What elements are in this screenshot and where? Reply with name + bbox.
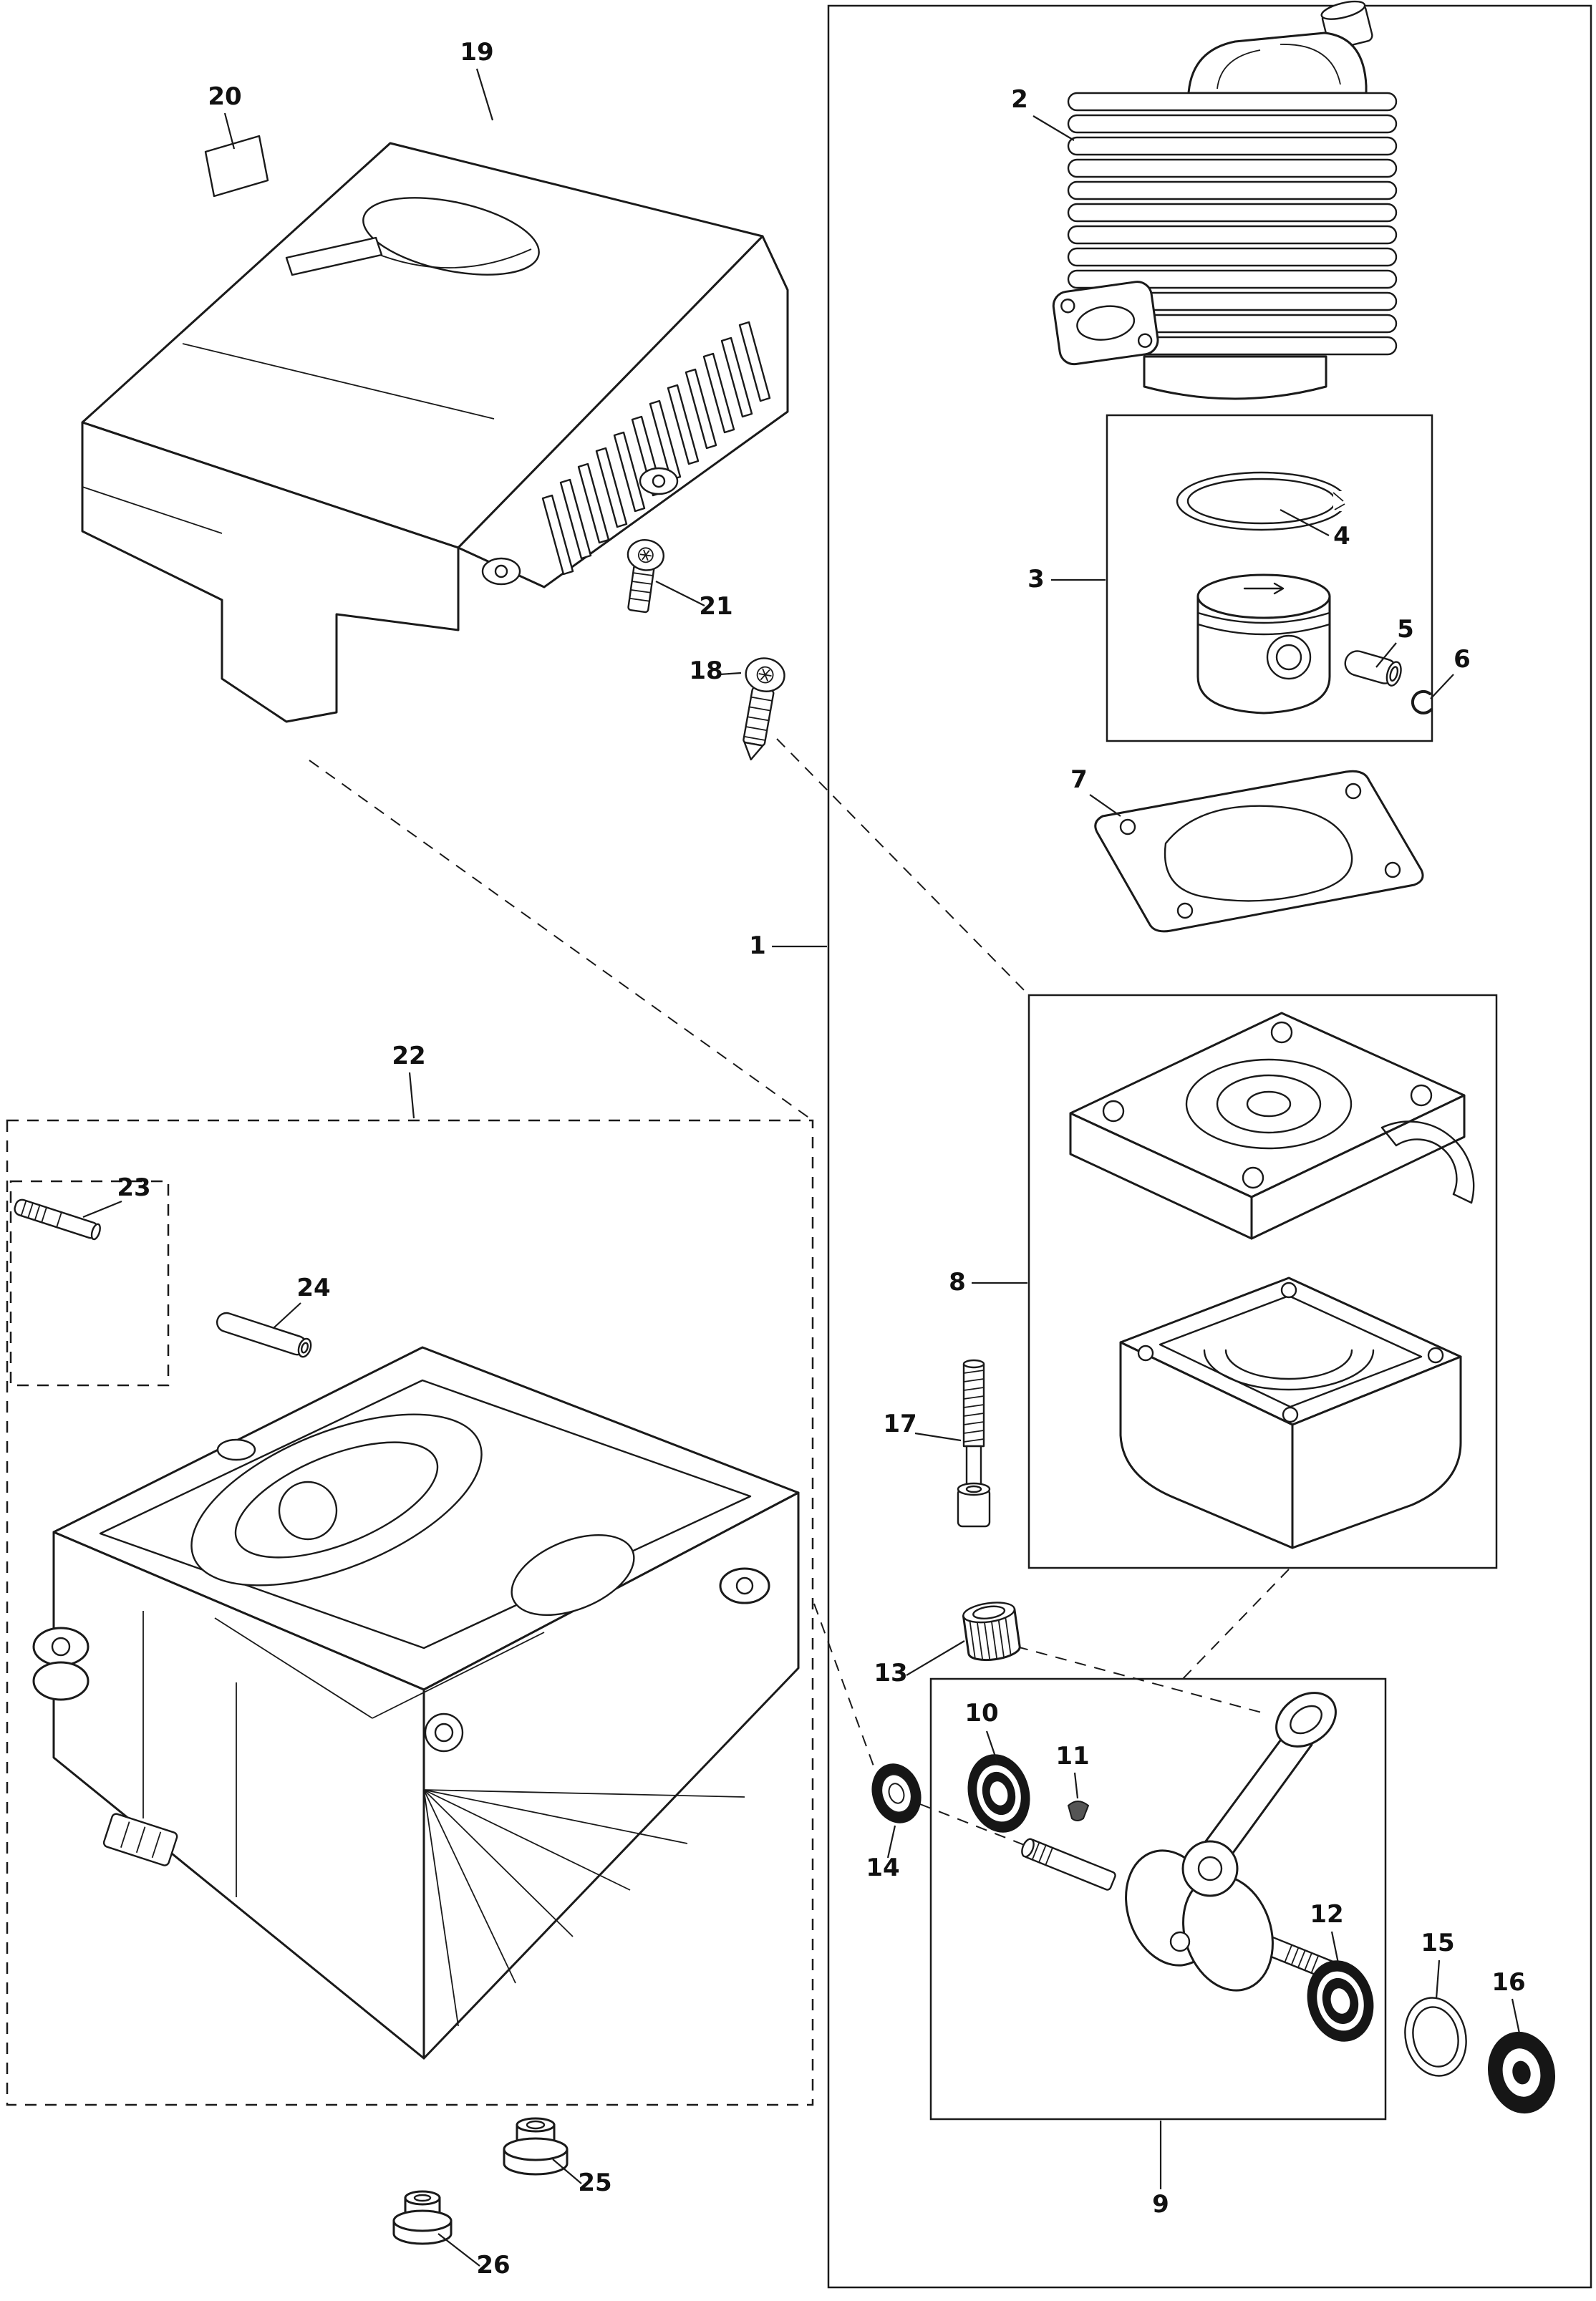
engine-cover (81, 142, 789, 723)
callout-21: 21 (699, 592, 732, 621)
callout-15: 15 (1421, 1929, 1454, 1957)
callout-23: 23 (117, 1173, 150, 1202)
callout-26: 26 (476, 2251, 510, 2280)
callout-7: 7 (1070, 765, 1088, 794)
exhaust-flange (1052, 281, 1159, 366)
callout-labels: 1 2 3 4 5 6 7 8 9 10 11 12 13 14 15 16 1… (117, 38, 1525, 2280)
callout-18: 18 (689, 657, 722, 685)
callout-10: 10 (964, 1699, 998, 1728)
callout-19: 19 (460, 38, 493, 67)
pin-clip (1411, 689, 1433, 714)
oil-seal-16 (1487, 2031, 1556, 2114)
callout-22: 22 (392, 1042, 425, 1070)
bearing-12 (1307, 1960, 1374, 2042)
piston-pin (1344, 650, 1402, 687)
oil-seal-14 (871, 1763, 922, 1823)
piston-ring (1176, 471, 1352, 531)
callout-8: 8 (949, 1268, 966, 1297)
callout-9: 9 (1152, 2190, 1169, 2219)
crankcase-lower-half (1119, 1277, 1462, 1549)
callout-2: 2 (1011, 85, 1028, 114)
callout-24: 24 (296, 1274, 330, 1302)
callout-14: 14 (866, 1854, 899, 1882)
bolt-17 (957, 1359, 991, 1528)
woodruff-key (1067, 1801, 1090, 1821)
group-box-crankshaft-9 (929, 1677, 1387, 2121)
callout-17: 17 (883, 1410, 917, 1438)
callout-25: 25 (578, 2169, 611, 2197)
needle-bearing (962, 1602, 1021, 1662)
callout-13: 13 (874, 1659, 907, 1687)
callout-11: 11 (1055, 1742, 1089, 1770)
crankcase-upper-half (1069, 1012, 1475, 1240)
callout-20: 20 (208, 82, 241, 111)
crankshaft-assembly (1021, 1692, 1346, 1992)
bearing-10 (967, 1754, 1030, 1833)
gasket (1094, 770, 1424, 933)
washer (1404, 1997, 1467, 2077)
stud (14, 1198, 101, 1241)
piston (1196, 573, 1331, 714)
group-box-piston (1106, 414, 1433, 742)
housing (32, 1346, 800, 2060)
label-plate (204, 135, 269, 198)
callout-1: 1 (749, 931, 766, 960)
pin-sleeve (216, 1312, 312, 1358)
callout-6: 6 (1454, 645, 1471, 674)
cover-vent-slats (541, 321, 771, 576)
group-box-crankcase (1027, 994, 1498, 1569)
callout-4: 4 (1333, 522, 1350, 551)
callout-12: 12 (1310, 1900, 1343, 1929)
assembly-dashed-lines (309, 738, 1290, 1848)
cylinder (1052, 0, 1398, 400)
group-boxes (6, 4, 1592, 2289)
callout-3: 3 (1027, 565, 1045, 594)
screw-18 (743, 657, 785, 761)
callout-16: 16 (1491, 1968, 1525, 1997)
group-box-housing-22 (6, 1119, 814, 2106)
grommet-25 (503, 2117, 569, 2176)
grommet-26 (392, 2190, 453, 2245)
callout-5: 5 (1397, 615, 1414, 644)
group-box-1 (827, 4, 1592, 2289)
screw-21 (627, 539, 664, 614)
leader-lines (82, 68, 1521, 2267)
